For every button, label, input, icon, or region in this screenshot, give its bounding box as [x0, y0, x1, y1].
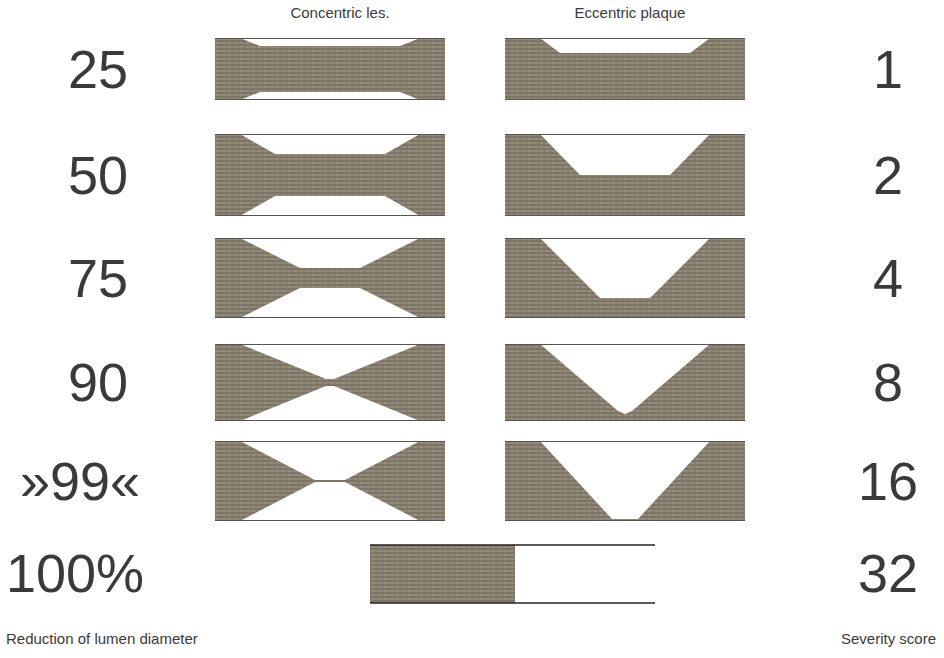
- concentric-lesions: [215, 38, 445, 521]
- vessel-wall: [370, 602, 655, 604]
- vessel-lumen: [215, 344, 445, 421]
- plaque: [540, 441, 710, 519]
- occlusion: [370, 545, 655, 603]
- axis-title: Severity score: [720, 628, 936, 650]
- plaque: [240, 92, 420, 100]
- vessel-wall: [370, 544, 655, 546]
- stenosis-percent: 100%: [6, 541, 236, 605]
- plaque: [240, 441, 420, 480]
- vessel-lumen: [215, 238, 445, 318]
- plaque: [540, 238, 710, 298]
- plaque: [240, 288, 420, 318]
- vessel-lumen: [215, 441, 445, 521]
- plaque: [540, 134, 710, 175]
- severity-score: 8: [838, 350, 938, 414]
- stenosis-percent: 90: [8, 350, 188, 414]
- plaque: [240, 196, 420, 216]
- severity-score: 2: [838, 143, 938, 207]
- vessel-lumen: [215, 38, 445, 100]
- column-heading: Concentric les.: [210, 2, 470, 24]
- plaque: [540, 344, 710, 414]
- severity-score: 1: [838, 37, 938, 101]
- plaque: [240, 238, 420, 268]
- eccentric-plaques: [505, 38, 745, 521]
- severity-score: 4: [838, 246, 938, 310]
- plaque: [240, 482, 420, 521]
- stenosis-percent: 75: [8, 246, 188, 310]
- vessel-lumen: [505, 441, 745, 521]
- plaque: [540, 38, 710, 53]
- plaque: [240, 38, 420, 46]
- stenosis-percent: 50: [8, 143, 188, 207]
- plaque: [240, 134, 420, 154]
- axis-title: Reduction of lumen diameter: [6, 628, 326, 650]
- stenosis-percent: »99«: [0, 449, 160, 513]
- vessel-lumen: [370, 545, 515, 603]
- vessel-lumen: [505, 134, 745, 216]
- severity-score: 16: [838, 449, 938, 513]
- plaque: [240, 386, 420, 421]
- column-heading: Eccentric plaque: [500, 2, 760, 24]
- vessel-lumen: [505, 38, 745, 100]
- vessel-lumen: [505, 238, 745, 318]
- vessel-lumen: [215, 134, 445, 216]
- plaque: [240, 344, 420, 379]
- severity-score: 32: [838, 541, 938, 605]
- vessel-lumen: [505, 344, 745, 421]
- vessel-walls: [215, 39, 745, 521]
- stenosis-percent: 25: [8, 37, 188, 101]
